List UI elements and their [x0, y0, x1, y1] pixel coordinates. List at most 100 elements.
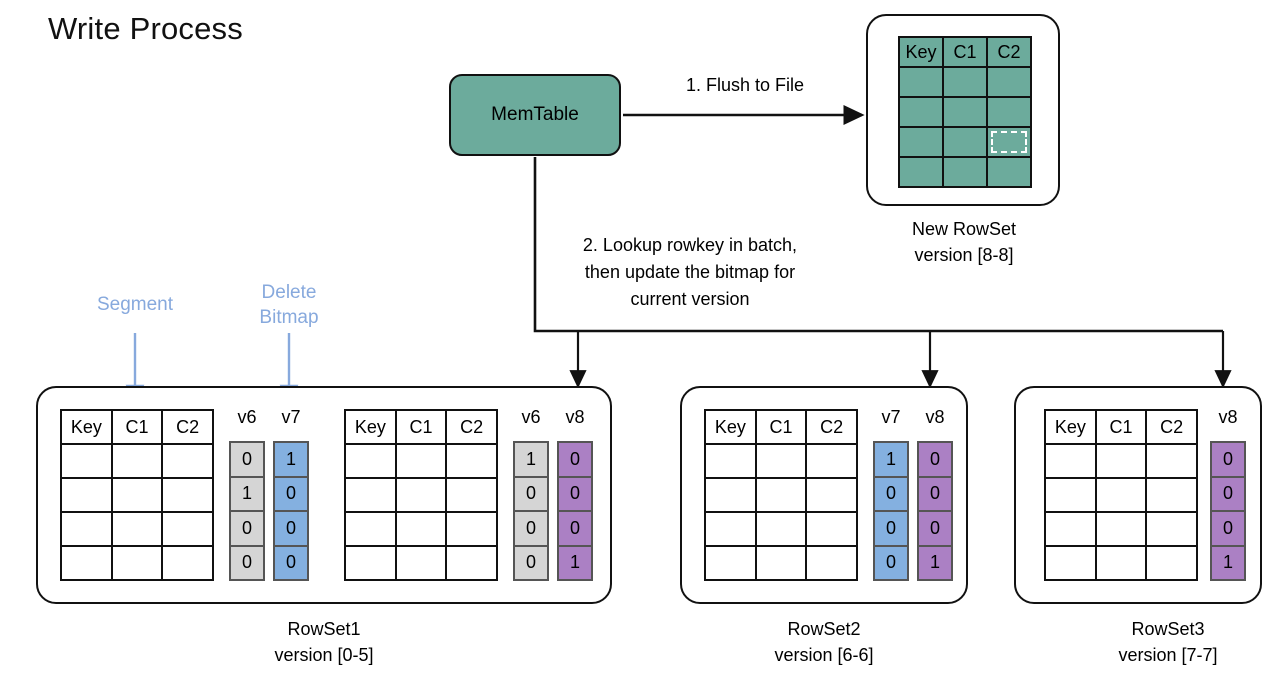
- rowset1-segment2-bitmap1-label: v6: [521, 407, 541, 427]
- bitmap-bit: 0: [559, 510, 591, 545]
- table-row: [1046, 477, 1196, 511]
- table-cell: [805, 479, 856, 511]
- table-cell: [706, 445, 755, 477]
- bitmap-bit: 0: [919, 475, 951, 510]
- table-cell: [62, 479, 111, 511]
- column-header-c1: C1: [942, 38, 986, 66]
- table-row: [706, 443, 856, 477]
- rowset2-segment1-bitmap2-label: v8: [925, 407, 945, 427]
- bitmap-bit: 0: [275, 475, 307, 510]
- column-header-c1: C1: [1094, 411, 1146, 443]
- table-cell: [445, 479, 496, 511]
- table-cell: [445, 547, 496, 579]
- table-row: [346, 511, 496, 545]
- table-cell: [445, 513, 496, 545]
- column-header-key: Key: [354, 416, 386, 437]
- table-cell: [942, 158, 986, 186]
- table-cell: [110, 479, 162, 511]
- bitmap-bit: 0: [1212, 443, 1244, 476]
- table-row: [900, 66, 1030, 96]
- table-cell: [110, 547, 162, 579]
- table-cell: [346, 445, 395, 477]
- table-cell: [1094, 513, 1146, 545]
- bitmap-bit: 0: [275, 544, 307, 579]
- table-cell: [161, 547, 212, 579]
- table-row: [62, 545, 212, 579]
- rowset3-caption: RowSet3 version [7-7]: [1118, 619, 1218, 665]
- bitmap-bit: 0: [919, 510, 951, 545]
- column-header-key: Key: [905, 41, 937, 62]
- memtable-box[interactable]: MemTable: [449, 74, 621, 156]
- bitmap-bit: 0: [231, 443, 263, 476]
- table-cell: [62, 547, 111, 579]
- table-cell: [110, 513, 162, 545]
- table-cell: [62, 513, 111, 545]
- table-row: [900, 156, 1030, 186]
- table-cell: [1094, 547, 1146, 579]
- table-cell: [805, 547, 856, 579]
- table-row: [1046, 443, 1196, 477]
- table-cell: [1145, 479, 1196, 511]
- rowset3-segment1-bitmap1-label: v8: [1218, 407, 1238, 427]
- table-cell: [706, 547, 755, 579]
- bitmap-bit: 1: [919, 544, 951, 579]
- bitmap-bit: 0: [875, 510, 907, 545]
- table-row: [900, 96, 1030, 126]
- table-cell: [346, 479, 395, 511]
- rowset2-segment1-bitmap1-label: v7: [881, 407, 901, 427]
- rowset1-segment1-bitmap2-label: v7: [281, 407, 301, 427]
- table-row: [62, 443, 212, 477]
- table-cell: [900, 68, 942, 96]
- column-header-c1: C1: [110, 411, 162, 443]
- table-row: [706, 511, 856, 545]
- table-cell: [754, 513, 806, 545]
- table-cell: [161, 513, 212, 545]
- table-cell: [394, 547, 446, 579]
- memtable-label: MemTable: [491, 104, 579, 125]
- table-cell: [900, 98, 942, 126]
- table-cell: [805, 513, 856, 545]
- column-header-c2: C2: [986, 38, 1030, 66]
- bitmap-bit: 1: [875, 443, 907, 476]
- bitmap-bit: 1: [515, 443, 547, 476]
- column-header-c1: C1: [394, 411, 446, 443]
- table-cell: [1046, 445, 1095, 477]
- column-header-c2: C2: [805, 411, 856, 443]
- page-title: Write Process: [48, 11, 243, 46]
- table-cell: [1046, 547, 1095, 579]
- table-cell: [706, 479, 755, 511]
- table-cell: [1046, 479, 1095, 511]
- bitmap-bit: 1: [275, 443, 307, 476]
- table-cell: [62, 445, 111, 477]
- table-cell: [805, 445, 856, 477]
- bitmap-bit: 0: [875, 544, 907, 579]
- column-header-key: Key: [1054, 416, 1086, 437]
- bitmap-bit: 0: [515, 544, 547, 579]
- bitmap-bit: 0: [515, 475, 547, 510]
- bitmap-bit: 0: [875, 475, 907, 510]
- table-cell: [754, 445, 806, 477]
- annotation-delete-bitmap: Delete Bitmap: [259, 282, 319, 328]
- bitmap-bit: 0: [231, 510, 263, 545]
- table-cell: [346, 547, 395, 579]
- column-header-c1: C1: [754, 411, 806, 443]
- table-cell: [900, 158, 942, 186]
- new-rowset-caption: New RowSet version [8-8]: [911, 219, 1017, 265]
- table-cell: [754, 547, 806, 579]
- bitmap-bit: 1: [231, 475, 263, 510]
